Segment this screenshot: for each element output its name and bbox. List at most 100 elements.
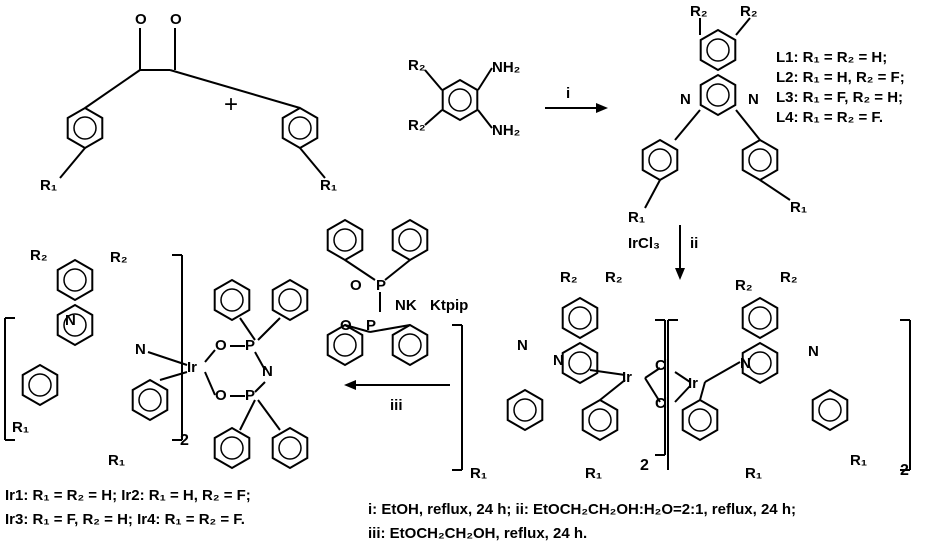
bond-line bbox=[257, 317, 281, 341]
atom-ir: Ir bbox=[622, 369, 632, 386]
aromatic-circle bbox=[333, 333, 357, 357]
r2-label: R₂ bbox=[735, 277, 753, 294]
r1-label: R₁ bbox=[12, 419, 29, 436]
bond-line bbox=[477, 109, 493, 129]
subscript-2: 2 bbox=[640, 457, 649, 474]
bond-line bbox=[169, 69, 301, 109]
step-iii-label: iii bbox=[390, 397, 403, 414]
atom-o: O bbox=[215, 387, 227, 404]
bond-line bbox=[204, 371, 216, 396]
ircl3-label: IrCl₃ bbox=[628, 235, 660, 252]
bond-line bbox=[735, 109, 761, 141]
step-ii-label: ii bbox=[690, 235, 698, 252]
r1-label: R₁ bbox=[850, 452, 867, 469]
aromatic-circle bbox=[648, 148, 672, 172]
ktpip-label: Ktpip bbox=[430, 297, 468, 314]
benzene-ring bbox=[326, 323, 364, 367]
aromatic-circle bbox=[748, 148, 772, 172]
r2-label: R₂ bbox=[560, 269, 578, 286]
benzene-ring bbox=[741, 138, 779, 182]
benzene-ring bbox=[271, 278, 309, 322]
aromatic-circle bbox=[73, 116, 97, 140]
aromatic-circle bbox=[63, 313, 87, 337]
step-i-label: i bbox=[566, 85, 570, 102]
ligand-legend: L1: R₁ = R₂ = H; L2: R₁ = H, R₂ = F; L3:… bbox=[776, 48, 905, 128]
aromatic-circle bbox=[63, 268, 87, 292]
bond-line bbox=[384, 259, 411, 281]
aromatic-circle bbox=[688, 408, 712, 432]
bond-line bbox=[147, 351, 188, 366]
bond-line bbox=[735, 17, 751, 36]
benzene-ring bbox=[741, 341, 779, 385]
atom-n: N bbox=[680, 91, 691, 108]
bond-line bbox=[159, 371, 188, 381]
bond-line bbox=[254, 351, 266, 371]
complex-legend: Ir1: R₁ = R₂ = H; Ir2: R₁ = H, R₂ = F; I… bbox=[5, 484, 251, 532]
atom-cl: Cl bbox=[655, 395, 670, 412]
bond-line bbox=[699, 381, 706, 401]
r2-label: R₂ bbox=[740, 3, 758, 20]
benzene-ring bbox=[131, 378, 169, 422]
r2-label: R₂ bbox=[110, 249, 128, 266]
bond-line bbox=[674, 109, 701, 141]
atom-n: N bbox=[517, 337, 528, 354]
bond-line bbox=[424, 109, 443, 126]
bond-line bbox=[299, 147, 326, 179]
bond-line bbox=[477, 67, 493, 91]
arrow-step-i: i bbox=[545, 85, 608, 113]
legend-l4: L4: R₁ = R₂ = F. bbox=[776, 109, 884, 126]
aromatic-circle bbox=[288, 116, 312, 140]
bond-line bbox=[254, 381, 266, 393]
bond-line bbox=[369, 324, 411, 333]
nk-label: NK bbox=[395, 297, 417, 314]
aromatic-circle bbox=[706, 38, 730, 62]
bond-line bbox=[589, 369, 626, 376]
aromatic-circle bbox=[138, 388, 162, 412]
benzene-ring bbox=[213, 278, 251, 322]
atom-p: P bbox=[245, 387, 255, 404]
benzene-ring bbox=[811, 388, 849, 432]
benzene-ring bbox=[681, 398, 719, 442]
r2-label: R₂ bbox=[408, 57, 426, 74]
bond-line bbox=[704, 361, 741, 383]
atom-n: N bbox=[748, 91, 759, 108]
benzene-ring bbox=[506, 388, 544, 432]
r2-label: R₂ bbox=[780, 269, 798, 286]
benzene-ring bbox=[699, 73, 737, 117]
aromatic-circle bbox=[398, 333, 422, 357]
benzene-ring bbox=[326, 218, 364, 262]
benzene-ring bbox=[56, 303, 94, 347]
aromatic-circle bbox=[448, 88, 472, 112]
bond-line bbox=[424, 69, 443, 91]
arrow-step-iii: iii bbox=[344, 380, 450, 414]
atom-o: O bbox=[170, 11, 182, 28]
benzene-ring bbox=[66, 106, 104, 150]
benzene-ring bbox=[391, 323, 429, 367]
benzene-ring bbox=[581, 398, 619, 442]
bond-line bbox=[257, 399, 281, 431]
benzene-ring bbox=[271, 426, 309, 470]
r1-label: R₁ bbox=[40, 177, 57, 194]
bond-line bbox=[644, 377, 661, 403]
atom-n: N bbox=[740, 355, 751, 372]
benzene-ring bbox=[441, 78, 479, 122]
aromatic-circle bbox=[278, 436, 302, 460]
benzene-ring bbox=[281, 106, 319, 150]
bond-line bbox=[344, 324, 371, 333]
bond-line bbox=[759, 179, 791, 201]
bond-line bbox=[644, 367, 661, 379]
benzene-ring bbox=[56, 258, 94, 302]
atom-n: N bbox=[65, 312, 76, 329]
atom-o: O bbox=[135, 11, 147, 28]
legend-ir3-ir4: Ir3: R₁ = F, R₂ = H; Ir4: R₁ = R₂ = F. bbox=[5, 511, 245, 528]
r2-label: R₂ bbox=[408, 117, 426, 134]
atom-p: P bbox=[366, 317, 376, 334]
r2-label: R₂ bbox=[605, 269, 623, 286]
conditions-iii: iii: EtOCH₂CH₂OH, reflux, 24 h. bbox=[368, 525, 588, 542]
r1-label: R₁ bbox=[470, 465, 487, 482]
atom-o: O bbox=[340, 317, 352, 334]
aromatic-circle bbox=[588, 408, 612, 432]
aromatic-circle bbox=[748, 306, 772, 330]
